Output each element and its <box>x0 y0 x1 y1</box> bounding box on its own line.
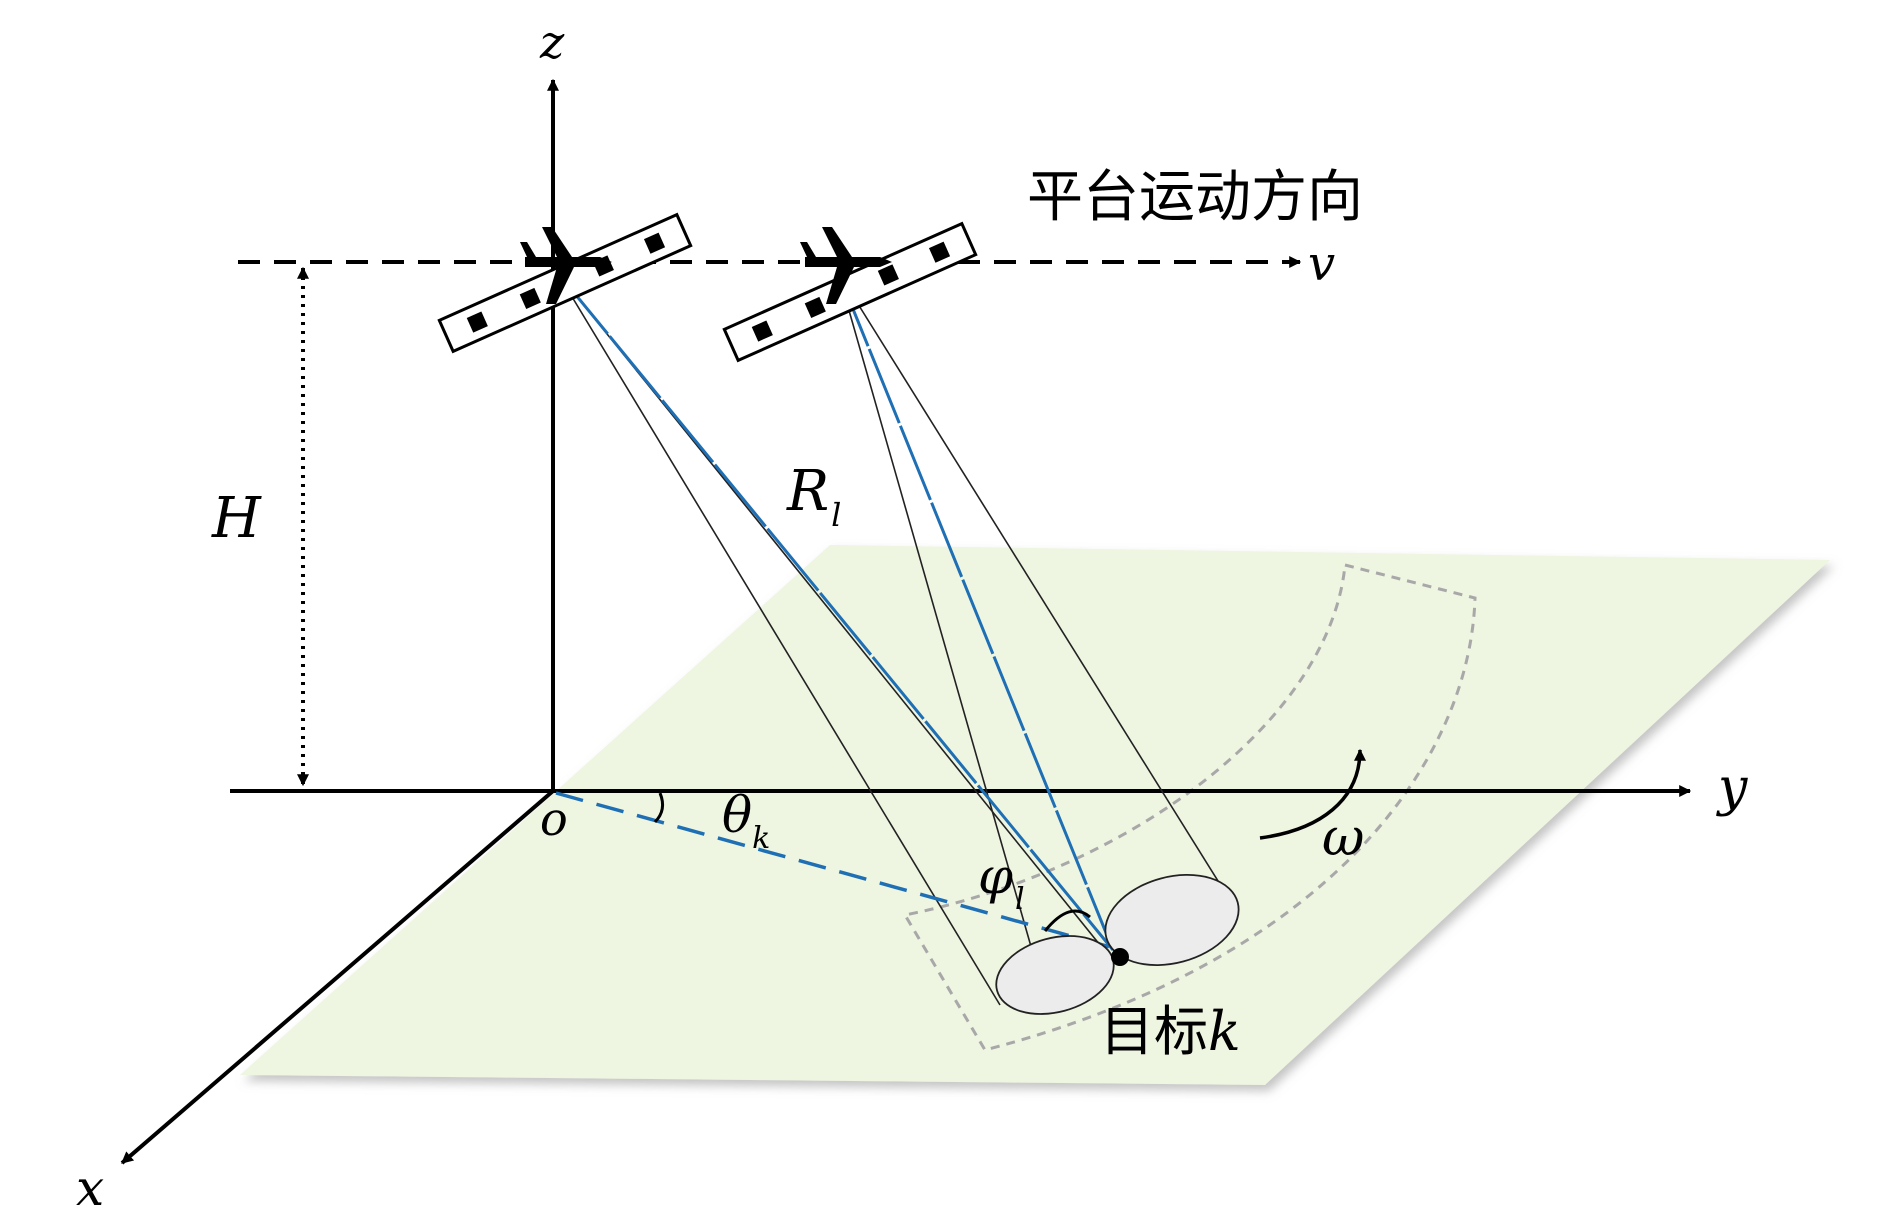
beam-edge-2a <box>837 271 1033 951</box>
airplane-icon <box>520 227 612 304</box>
origin-label: o <box>540 792 568 846</box>
omega-rotation-arrow <box>1259 748 1366 840</box>
antenna-array-icon <box>722 221 978 363</box>
phi-label: φl <box>978 847 1025 917</box>
motion-direction-label: 平台运动方向 <box>1027 165 1363 230</box>
range-subscript: l <box>831 496 841 534</box>
velocity-label: v <box>1308 236 1335 292</box>
theta-arc <box>653 792 665 824</box>
x-axis-label: x <box>76 1159 104 1217</box>
beam-edge-2b <box>837 271 1234 906</box>
target-point <box>1111 948 1129 966</box>
range-symbol: R <box>786 459 829 524</box>
beam-center-1 <box>555 271 1115 951</box>
theta-subscript: k <box>752 821 770 856</box>
beam-center-2 <box>836 271 1115 951</box>
platform-2 <box>722 221 978 363</box>
omega-label: ω <box>1322 808 1364 868</box>
ground-range-line <box>555 791 1111 949</box>
footprint-ellipse-2 <box>1104 873 1240 967</box>
x-axis <box>120 789 555 1165</box>
swath-region <box>902 563 1477 1052</box>
theta-symbol: θ <box>722 786 752 844</box>
beam-edge-1a <box>556 271 1001 1006</box>
target-label: 目标k <box>1100 1000 1241 1063</box>
range-label: Rl <box>786 459 841 534</box>
ground-plane <box>240 545 1830 1085</box>
phi-subscript: l <box>1015 882 1025 917</box>
platform-1 <box>437 212 693 354</box>
target-text: 目标 <box>1100 1000 1208 1063</box>
theta-label: θk <box>722 786 770 856</box>
phi-symbol: φ <box>978 847 1013 905</box>
phi-arc <box>1043 909 1091 932</box>
height-label: H <box>211 486 262 551</box>
z-axis-label: z <box>539 15 565 69</box>
target-index: k <box>1208 1000 1241 1063</box>
airplane-icon <box>800 227 892 304</box>
y-axis-label: y <box>1716 758 1748 818</box>
